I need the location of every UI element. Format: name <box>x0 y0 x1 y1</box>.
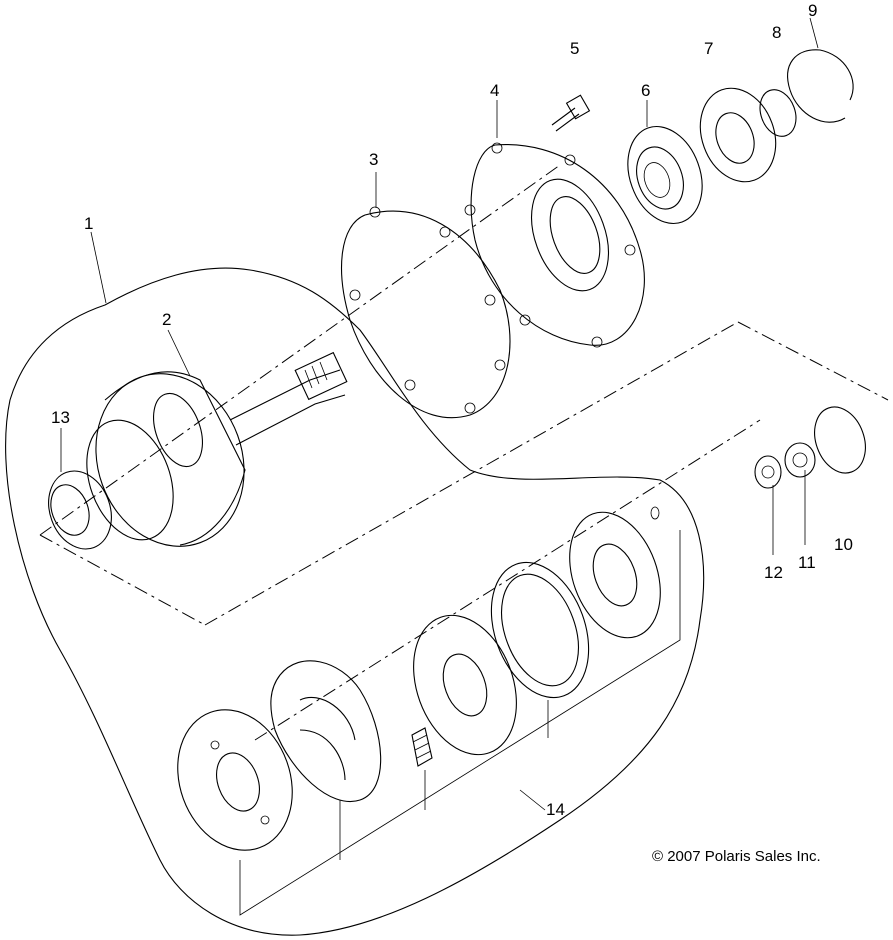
callout-9: 9 <box>808 1 817 20</box>
callout-12: 12 <box>764 563 783 582</box>
clutch-drum-shaft-2 <box>86 351 348 547</box>
callout-8: 8 <box>772 23 781 42</box>
copyright-text: © 2007 Polaris Sales Inc. <box>652 848 821 865</box>
bearing-13 <box>48 470 112 550</box>
callout-4: 4 <box>490 81 499 100</box>
callout-labels: 1 2 3 4 5 6 7 8 9 10 11 12 13 14 <box>51 1 853 819</box>
gasket-3 <box>341 206 511 419</box>
callout-14: 14 <box>546 800 565 819</box>
axis-lines <box>39 164 889 741</box>
screw-5 <box>551 94 591 132</box>
bearing-6 <box>627 125 703 225</box>
seal-7 <box>699 87 777 183</box>
callout-3: 3 <box>369 150 378 169</box>
callout-6: 6 <box>641 81 650 100</box>
callout-11: 11 <box>798 553 816 572</box>
o-ring-8 <box>759 89 797 137</box>
cover-housing-4 <box>464 142 645 348</box>
callout-7: 7 <box>704 39 713 58</box>
callout-13: 13 <box>51 408 70 427</box>
callout-2: 2 <box>162 310 171 329</box>
snap-ring-9 <box>787 49 854 123</box>
washer-10 <box>814 406 866 474</box>
callout-10: 10 <box>834 535 853 554</box>
callout-1: 1 <box>84 214 93 233</box>
assembly-outline-1 <box>5 267 705 936</box>
clutch-assembly-14 <box>177 506 681 916</box>
callout-5: 5 <box>570 39 579 58</box>
lock-washer-12 <box>754 455 782 489</box>
leader-lines <box>60 17 819 811</box>
nut-11 <box>784 442 816 478</box>
